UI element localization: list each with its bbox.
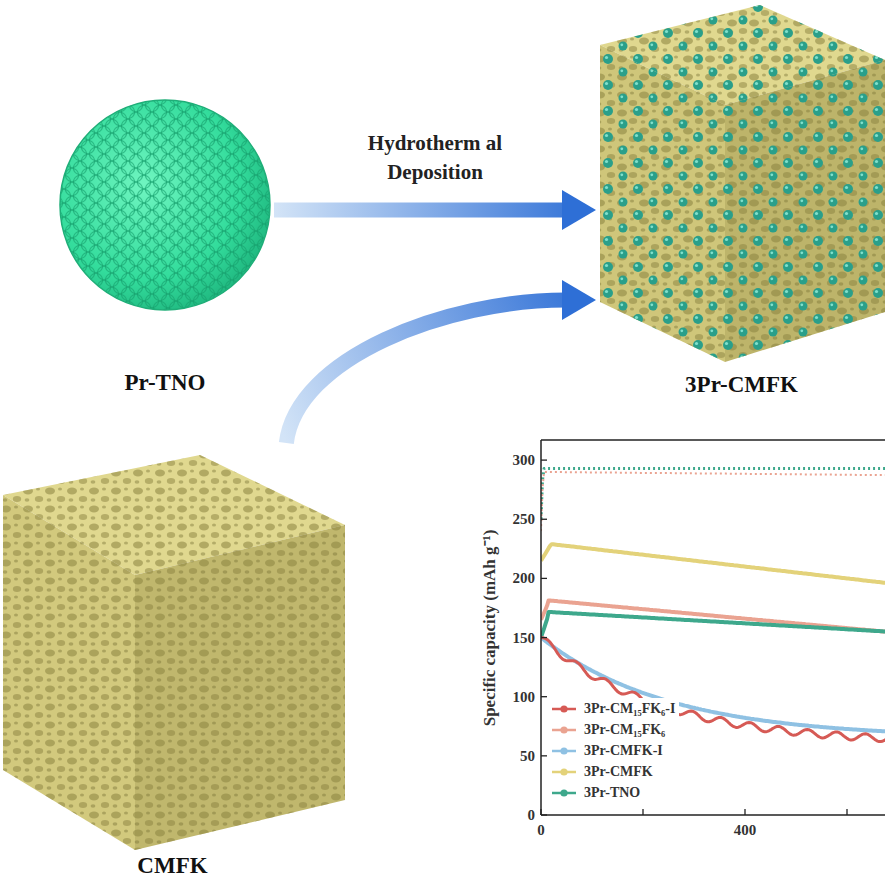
legend-text: 3Pr-CMFK-I [584, 743, 663, 759]
cycling-chart [541, 440, 885, 815]
illustrated-node: Pr-TNO [58, 98, 272, 400]
axis-tick [541, 755, 547, 756]
tick-label: 250 [491, 510, 535, 528]
legend-text: 3Pr-CMFK [584, 764, 653, 780]
axis-tick [541, 578, 547, 579]
arrow-head [562, 280, 596, 320]
axis-tick [642, 809, 643, 815]
tick-label: 300 [491, 451, 535, 469]
data-series [541, 612, 885, 638]
data-series [541, 468, 885, 519]
illustrated-node: 3Pr-CMFK [598, 0, 885, 402]
axis-tick [541, 637, 547, 638]
decorated-foam-cube [600, 5, 885, 362]
axis-tick [541, 459, 547, 460]
node-label: CMFK [0, 853, 345, 879]
nanosphere [60, 100, 270, 310]
legend-entry: 3Pr-CMFK-I [550, 740, 679, 761]
edge-label: Hydrotherm al Deposition [345, 129, 525, 186]
axis-tick [541, 696, 547, 697]
tick-label: 400 [725, 821, 765, 839]
arrow-shaft [274, 203, 566, 218]
process-arrow [274, 190, 596, 230]
legend-entry: 3Pr-CMFK [550, 761, 679, 782]
axis-title: Specific capacity (mAh g⁻¹) [480, 478, 500, 778]
axis-tick [540, 809, 541, 815]
process-arrow [286, 280, 596, 443]
chart-legend: 3Pr-CM₁₅FK₆-I 3Pr-CM₁₅FK₆ 3Pr-CMFK-I 3Pr-CM… [550, 698, 679, 803]
legend-entry: 3Pr-CM₁₅FK₆-I [550, 698, 679, 719]
data-series [541, 544, 885, 583]
legend-sample [550, 724, 580, 736]
data-series [541, 638, 885, 742]
legend-sample [550, 703, 580, 715]
node-label: Pr-TNO [58, 370, 272, 396]
arrow-shaft [286, 300, 566, 443]
legend-sample [550, 745, 580, 757]
arrow-head [562, 190, 596, 230]
legend-entry: 3Pr-TNO [550, 782, 679, 803]
legend-sample [550, 766, 580, 778]
legend-sample [550, 787, 580, 799]
tick-label: 0 [491, 806, 535, 824]
axis-tick [541, 519, 547, 520]
axis-tick [846, 809, 847, 815]
legend-entry: 3Pr-CM₁₅FK₆ [550, 719, 679, 740]
node-label: 3Pr-CMFK [598, 372, 885, 398]
tick-label: 50 [491, 747, 535, 765]
legend-text: 3Pr-CM₁₅FK₆ [584, 722, 665, 738]
data-series [541, 472, 885, 531]
legend-text: 3Pr-CM₁₅FK₆-I [584, 701, 675, 717]
axis-tick [541, 814, 547, 815]
tick-label: 0 [521, 821, 561, 839]
illustrated-node: CMFK [0, 445, 345, 883]
legend-text: 3Pr-TNO [584, 785, 640, 801]
axis-tick [744, 809, 745, 815]
foam-cube [3, 455, 345, 850]
data-series [541, 638, 885, 732]
